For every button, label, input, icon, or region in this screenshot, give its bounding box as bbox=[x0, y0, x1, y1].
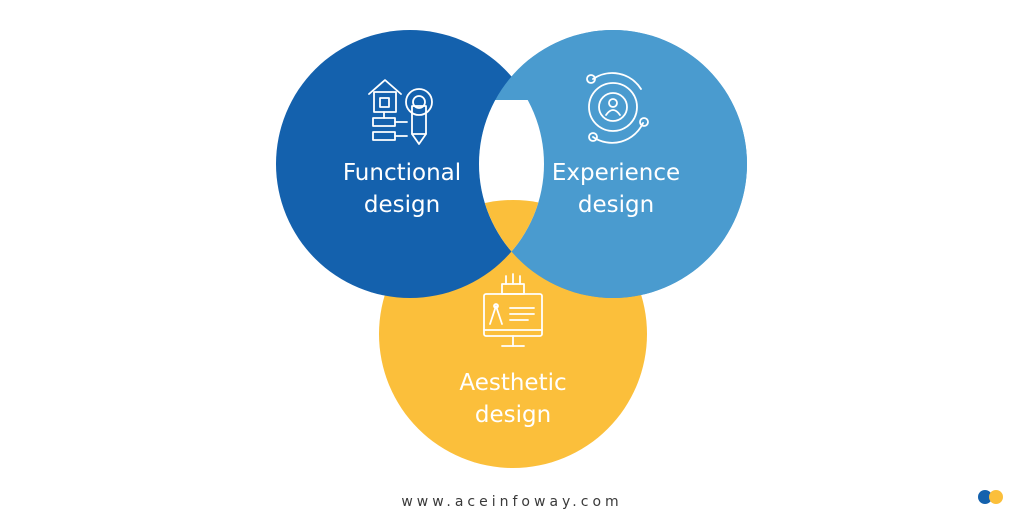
aesthetic-label-line2: design bbox=[475, 402, 551, 428]
functional-label-line1: Functional bbox=[343, 160, 461, 186]
user-orbit-icon bbox=[586, 72, 649, 144]
functional-label-line2: design bbox=[364, 192, 440, 218]
monitor-design-tools-icon bbox=[483, 273, 543, 347]
website-url: www.aceinfoway.com bbox=[401, 494, 623, 510]
circle-functional bbox=[276, 30, 544, 298]
circle-experience-overlap bbox=[479, 30, 747, 298]
house-gear-pencil-icon bbox=[368, 79, 433, 145]
experience-label-line2: design bbox=[578, 192, 654, 218]
experience-label-line1: Experience bbox=[552, 160, 680, 186]
aesthetic-label-line1: Aesthetic bbox=[459, 370, 566, 396]
aceinfoway-logo-icon bbox=[978, 490, 1003, 504]
